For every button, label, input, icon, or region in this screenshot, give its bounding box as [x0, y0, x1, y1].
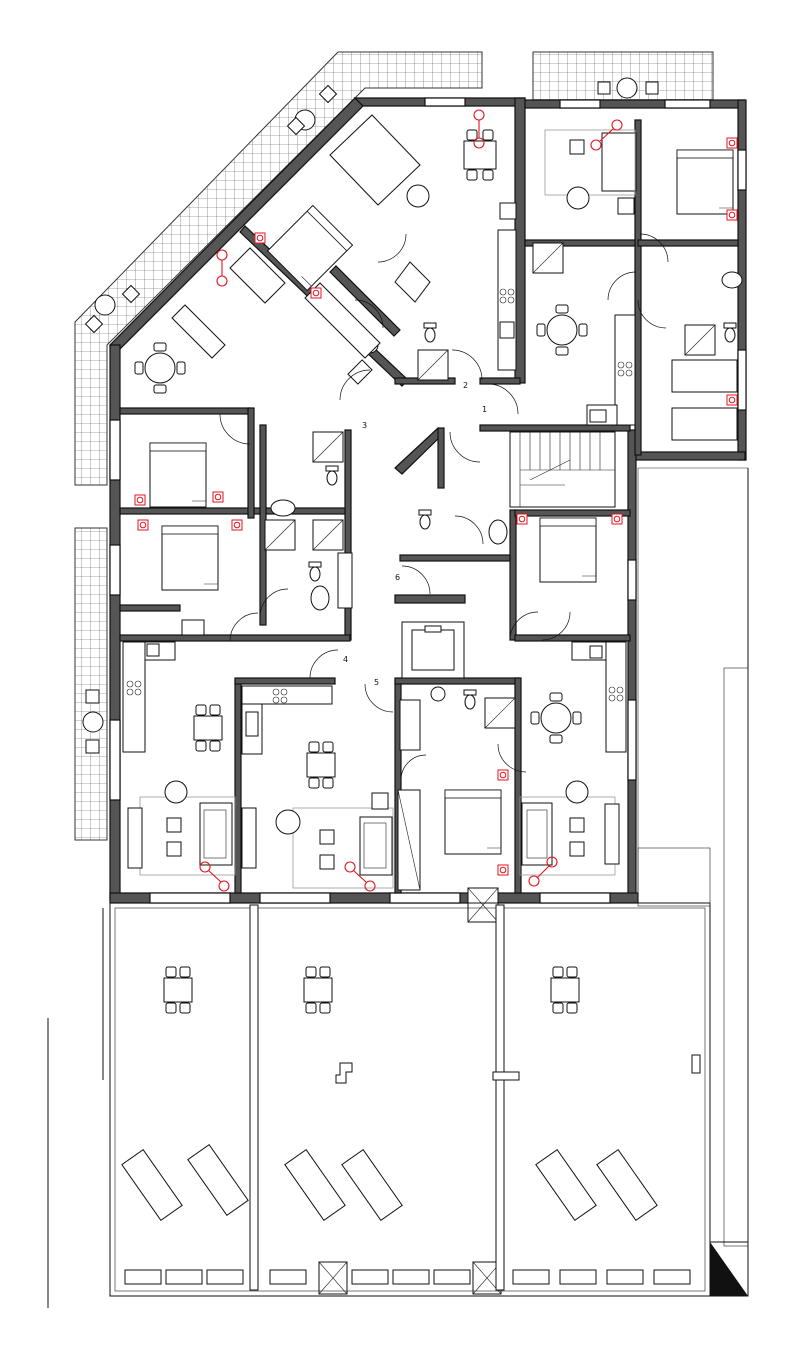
shower-icon: [684, 324, 716, 356]
sink-icon: [146, 321, 607, 737]
bed-icon: [161, 525, 219, 591]
shower-icon: [312, 519, 344, 551]
dining-table-icon: [307, 742, 335, 788]
terraces: [102, 902, 711, 1297]
socket-icon: [134, 137, 738, 876]
door-labels: 1 2 3 4 5 6: [343, 381, 487, 687]
lighting-points: [199, 109, 623, 892]
bed-icon: [444, 789, 502, 855]
dining-table-icon: [304, 967, 332, 1013]
svg-text:3: 3: [362, 421, 367, 430]
toilet-icon: [723, 322, 737, 343]
elevator-icon: [401, 621, 465, 679]
shower-icon: [312, 431, 344, 463]
shower-icon: [484, 697, 516, 729]
svg-text:6: 6: [395, 573, 400, 582]
bed-icon: [539, 517, 597, 583]
svg-text:5: 5: [374, 678, 379, 687]
ventilation-shaft-icon: [318, 887, 502, 1295]
right-side-strip: [47, 467, 749, 1308]
toilet-icon: [308, 561, 322, 582]
toilet-icon: [463, 689, 477, 710]
stove-icon: [126, 288, 633, 704]
doors: [219, 233, 669, 781]
bed-icon: [149, 442, 207, 508]
round-table-icon: [134, 342, 186, 394]
dining-table-icon: [164, 967, 192, 1013]
balcony-top-right: [532, 51, 714, 103]
toilet-icon: [423, 322, 437, 343]
round-table-icon: [536, 304, 588, 356]
round-table-icon: [530, 692, 582, 744]
sofa-icon: [199, 114, 637, 876]
dining-table-icon: [551, 967, 579, 1013]
lounger-icon: [121, 1144, 658, 1221]
bed-icon: [676, 149, 734, 215]
svg-text:1: 1: [482, 405, 487, 414]
svg-text:2: 2: [463, 381, 468, 390]
shower-icon: [417, 349, 449, 381]
toilet-icon: [325, 465, 339, 486]
furniture: [122, 114, 743, 1013]
toilet-icon: [418, 509, 432, 530]
svg-text:4: 4: [343, 655, 348, 664]
stair-icon: [509, 431, 616, 508]
shower-icon: [264, 519, 296, 551]
dining-table-icon: [194, 705, 222, 751]
balcony-left: [74, 51, 483, 841]
shower-icon: [532, 242, 564, 274]
